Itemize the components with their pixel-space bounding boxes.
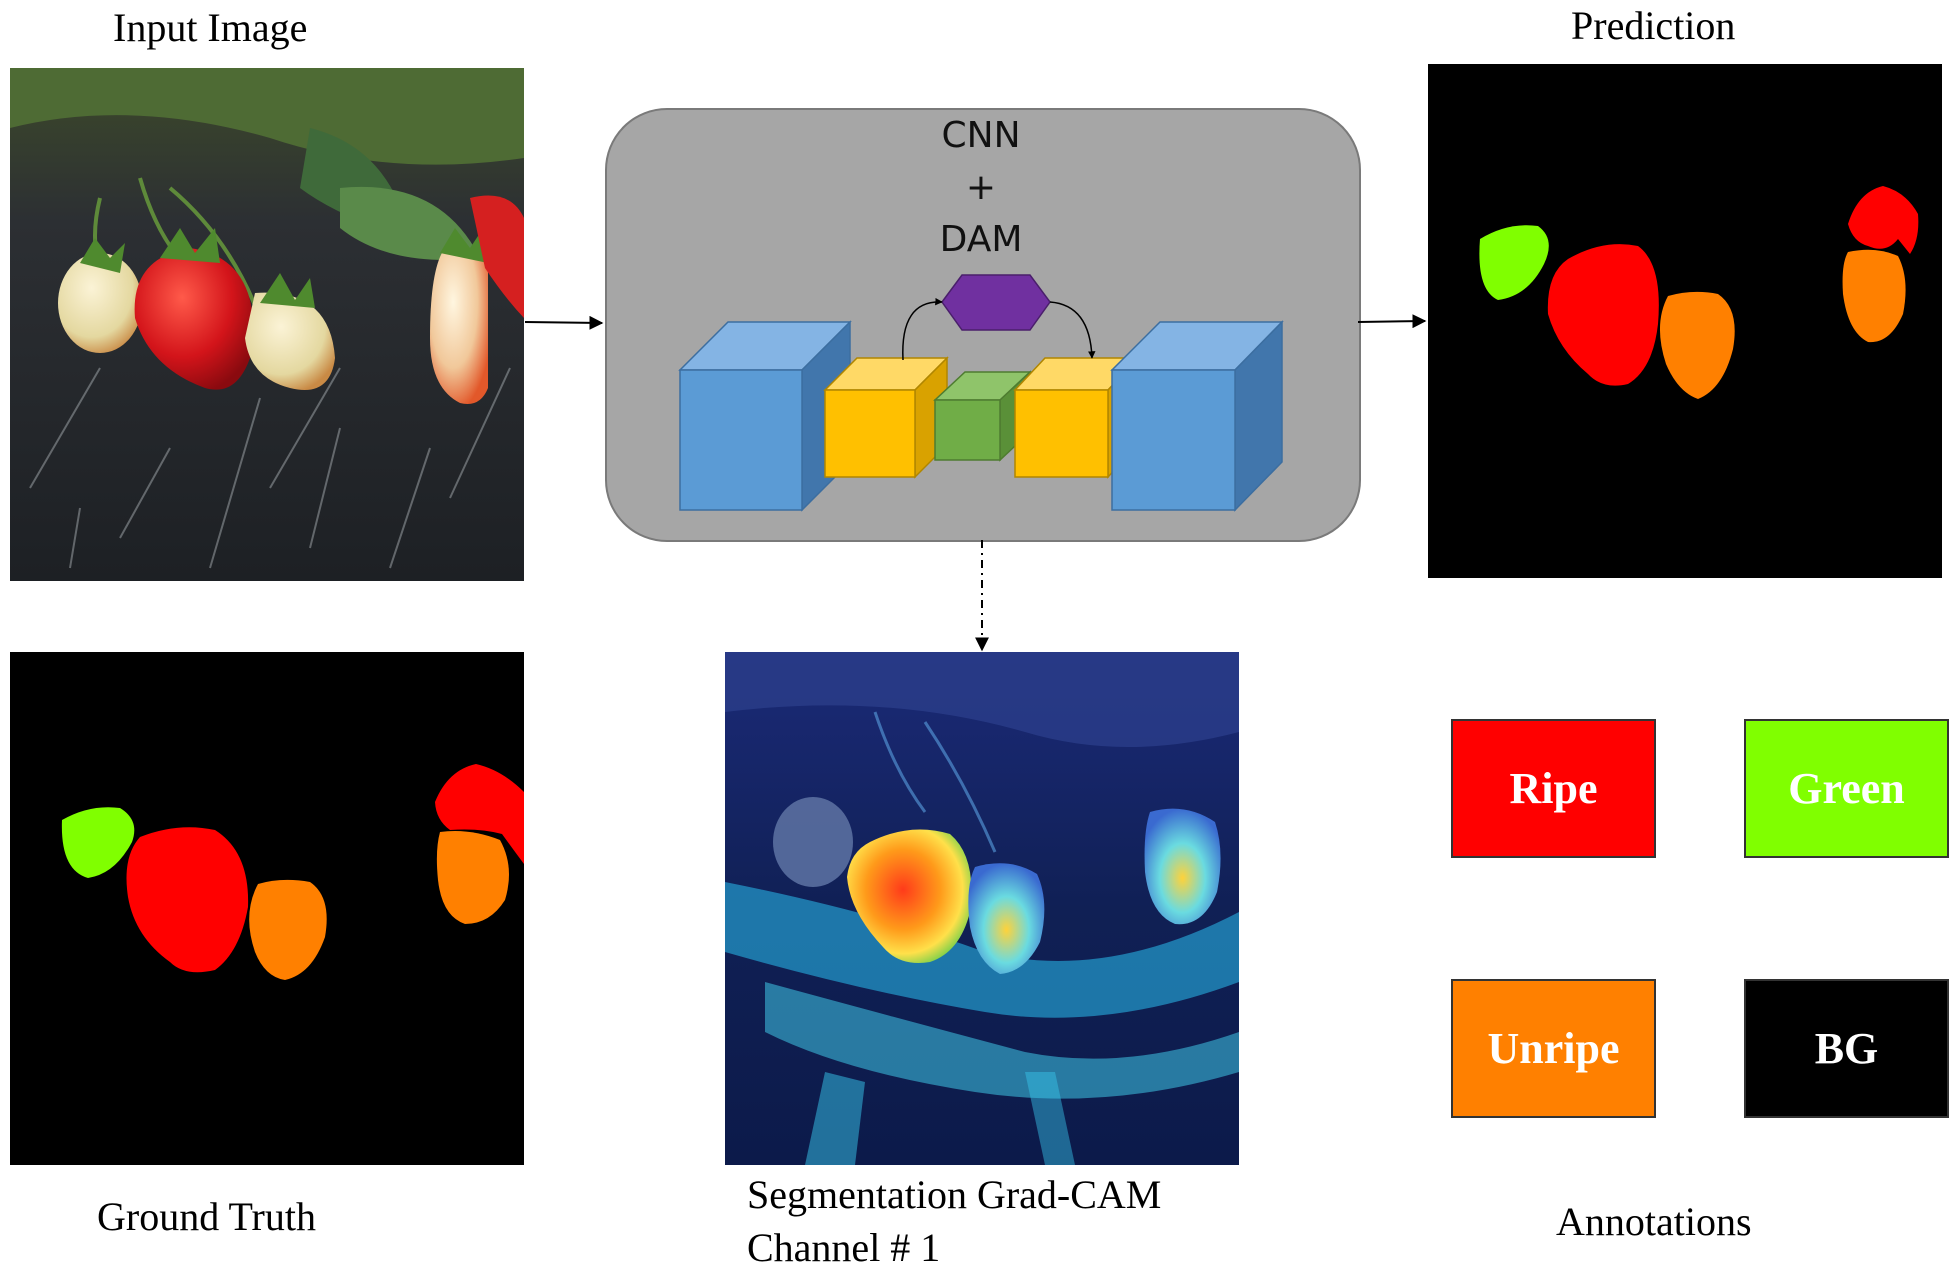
gt-ripe-berry [126,827,249,973]
legend-bg: BG [1744,979,1949,1118]
ground-truth-caption: Ground Truth [97,1194,316,1239]
input-to-model-arrow [524,315,604,330]
model-label-plus: + [965,167,997,208]
prediction-green-berry [1479,225,1549,300]
legend-ripe: Ripe [1451,719,1656,858]
input-image-panel [10,68,524,581]
gradcam-heatmap-panel [725,652,1239,1165]
prediction-unripe-berry [1659,291,1735,399]
gt-green-berry [61,807,135,878]
model-label-dam: DAM [939,219,1023,260]
input-image-caption: Input Image [113,5,308,50]
annotations-caption: Annotations [1556,1199,1752,1244]
gt-ripe-stem-right [435,764,524,864]
prediction-unripe-berry-right [1842,249,1906,343]
prediction-mask-panel [1428,64,1942,578]
gt-unripe-berry [249,879,327,980]
prediction-ripe-berry [1547,244,1659,386]
model-label-cnn: CNN [941,115,1021,156]
gt-unripe-berry-right [436,831,509,924]
gradcam-caption-line2: Channel # 1 [747,1225,941,1270]
prediction-ripe-stem-right [1848,186,1919,254]
legend-green: Green [1744,719,1949,858]
prediction-caption: Prediction [1571,3,1736,48]
gradcam-caption-line1: Segmentation Grad-CAM [747,1172,1162,1217]
legend-unripe: Unripe [1451,979,1656,1118]
model-to-prediction-arrow [1357,314,1427,329]
ground-truth-mask-panel [10,652,524,1165]
